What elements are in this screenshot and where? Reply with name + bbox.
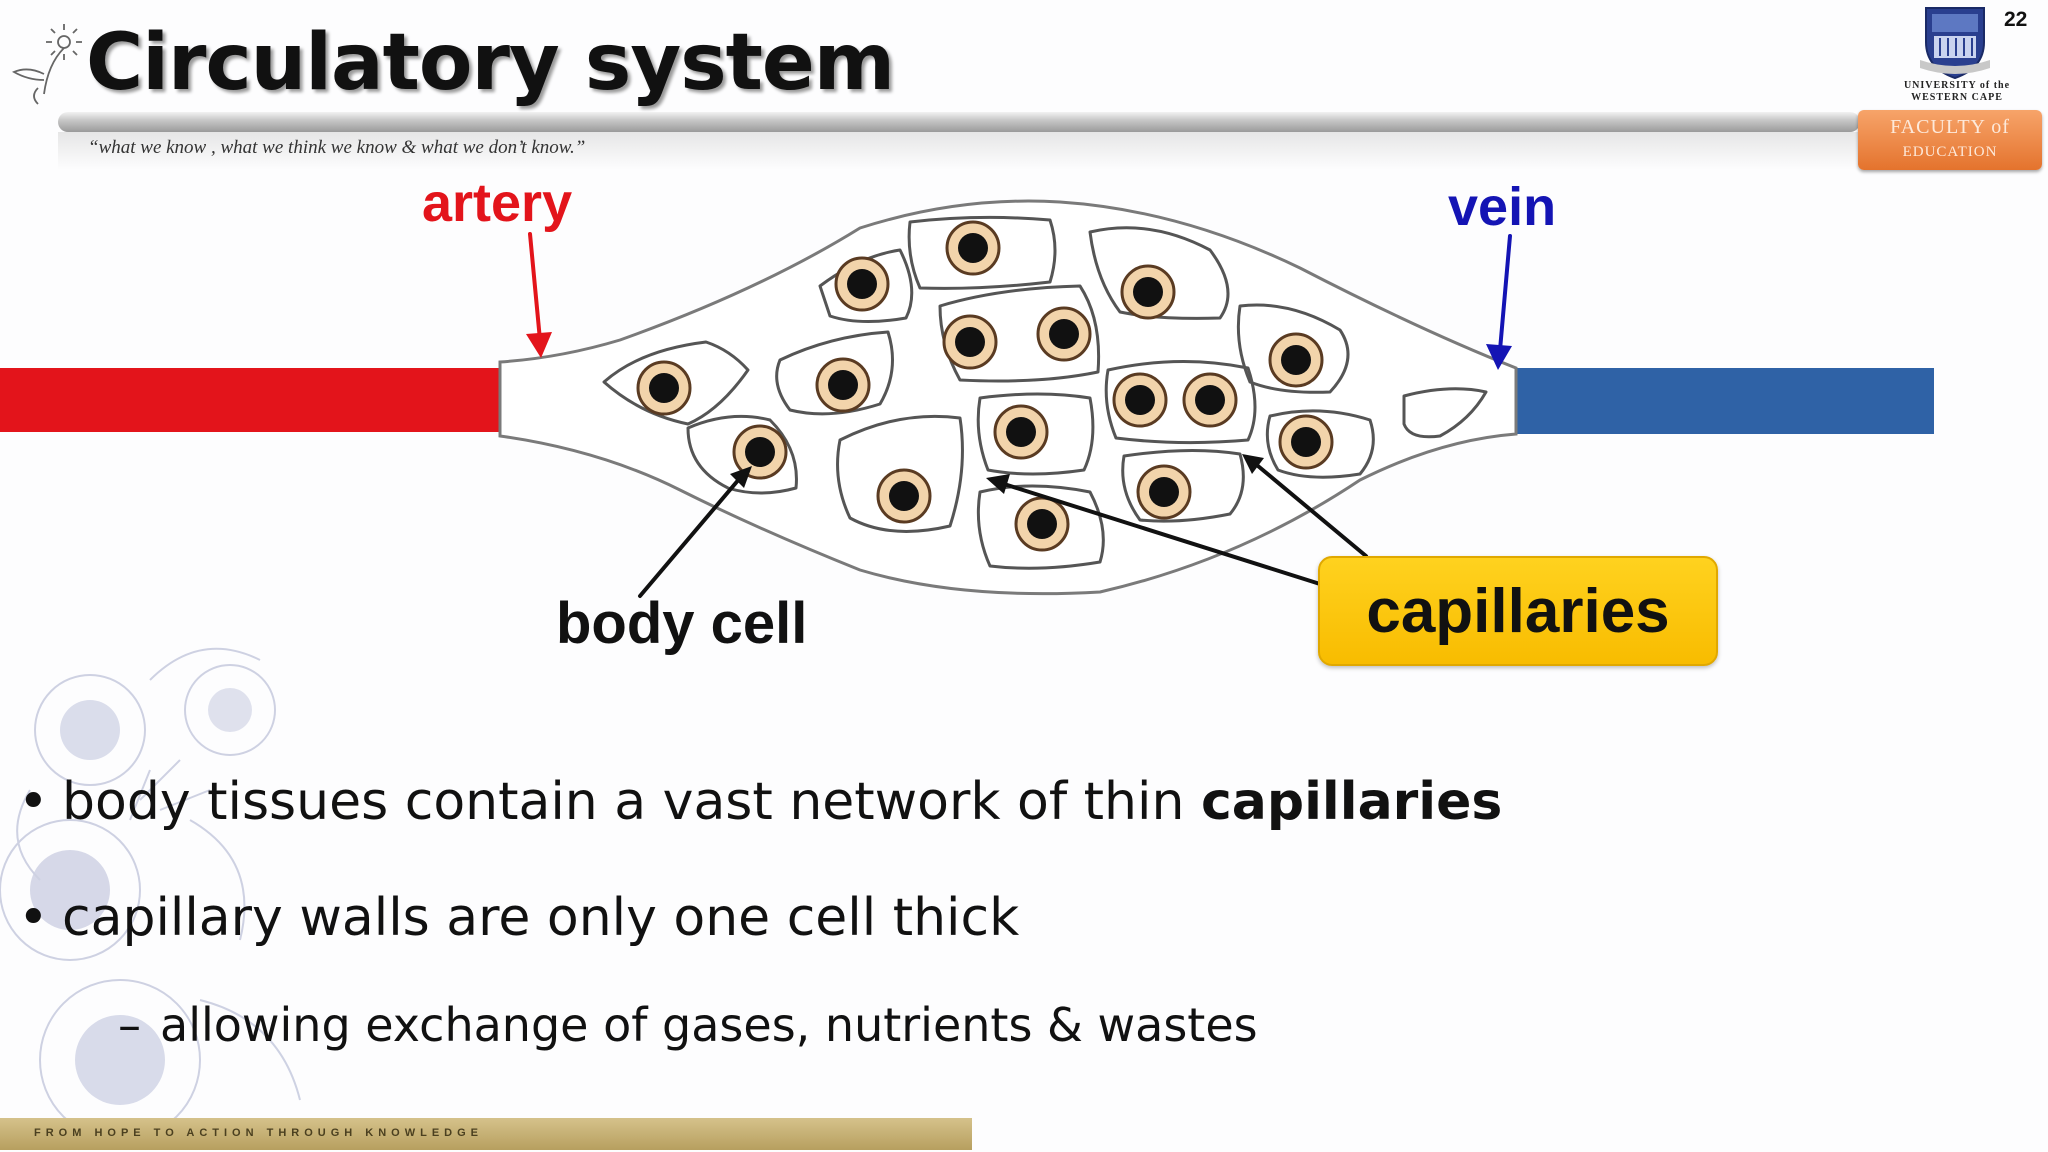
body-cell-nucleus [636, 360, 692, 416]
university-line2: WESTERN CAPE [1911, 92, 2003, 103]
bullet-1-text: body tissues contain a vast network of t… [62, 772, 1201, 832]
body-cell-nucleus [1014, 496, 1070, 552]
capillaries-arrowhead-2 [1242, 454, 1264, 474]
bullet-dot: • [18, 772, 49, 832]
bullet-2-text: capillary walls are only one cell thick [62, 888, 1020, 948]
capillaries-label: capillaries [1366, 577, 1670, 646]
university-line1: UNIVERSITY of the [1903, 80, 2011, 91]
body-cell-nucleus [1268, 332, 1324, 388]
vein-arrow [1498, 234, 1512, 352]
tissue-cell [1088, 226, 1230, 320]
sub-bullet-1: –allowing exchange of gases, nutrients &… [118, 998, 1258, 1052]
capillaries-arrow-1 [1002, 482, 1322, 586]
tissue-cell [1402, 387, 1488, 439]
capillaries-callout: capillaries [1318, 556, 1718, 666]
page-title: Circulatory system [86, 18, 895, 108]
body-cell-nucleus [834, 256, 890, 312]
university-crest-icon [1920, 7, 1990, 80]
tissue-cell [976, 392, 1095, 476]
tissue-cell [1121, 448, 1245, 523]
bullet-dot: • [18, 888, 49, 948]
flower-watermark [0, 647, 301, 1141]
university-name: UNIVERSITY of the WESTERN CAPE [1896, 80, 2018, 104]
faculty-badge: FACULTY of EDUCATION [1858, 110, 2042, 170]
tissue-cell [976, 484, 1105, 570]
subtitle-quote: “what we know , what we think we know & … [88, 137, 586, 158]
bullet-1-bold: capillaries [1200, 772, 1503, 832]
tissue-cell [602, 340, 750, 426]
body-cell-nucleus [1182, 372, 1238, 428]
title-divider-bar [58, 112, 1860, 132]
body-cell-nucleus [876, 468, 932, 524]
body-cell-nucleus [1120, 264, 1176, 320]
subtitle-band [58, 132, 1858, 170]
body-cell-nucleus [1136, 464, 1192, 520]
tissue-cell [686, 414, 798, 495]
tissue-cell [1236, 303, 1350, 394]
body-cell-arrow [638, 476, 742, 598]
body-cell-nucleus [1036, 306, 1092, 362]
sub-bullet-1-text: allowing exchange of gases, nutrients & … [160, 998, 1258, 1052]
body-cell-nucleus [945, 220, 1001, 276]
tissue-cell [836, 414, 964, 533]
bullet-1: •body tissues contain a vast network of … [18, 772, 1502, 832]
capillaries-arrowhead-1 [986, 474, 1010, 494]
vein-arrowhead [1486, 344, 1512, 370]
flower-logo-icon [11, 24, 82, 105]
body-cell-nucleus [732, 424, 788, 480]
bullet-2: •capillary walls are only one cell thick [18, 888, 1019, 948]
tissue-cell [1104, 360, 1257, 445]
tissue-cell [1265, 409, 1375, 479]
body-cell-nucleus [942, 314, 998, 370]
tissue-cell [775, 330, 894, 416]
tissue-cell [907, 215, 1057, 290]
body-cell-label: body cell [556, 591, 808, 656]
artery-vessel [0, 368, 500, 432]
body-cell-nucleus [815, 357, 871, 413]
capillaries-arrow-2 [1256, 464, 1368, 558]
capillary-bed-diagram [0, 199, 1934, 598]
artery-arrow [528, 232, 542, 342]
capillary-bed-outline [498, 199, 1518, 596]
page-number: 22 [2004, 8, 2028, 31]
footer-motto: FROM HOPE TO ACTION THROUGH KNOWLEDGE [34, 1127, 483, 1139]
body-cell-nucleus [993, 404, 1049, 460]
faculty-line1: FACULTY of [1890, 116, 2010, 138]
artery-label: artery [422, 173, 573, 233]
artery-arrowhead [526, 332, 552, 358]
vein-vessel [1516, 368, 1934, 434]
sub-bullet-dash: – [118, 998, 141, 1052]
body-cell-nucleus [1112, 372, 1168, 428]
vein-label: vein [1448, 177, 1557, 237]
faculty-line2: EDUCATION [1902, 144, 1998, 160]
footer-bar [0, 1118, 972, 1150]
body-cell-nucleus [1278, 414, 1334, 470]
body-cell-arrowhead [730, 466, 752, 488]
tissue-cell [938, 284, 1101, 383]
